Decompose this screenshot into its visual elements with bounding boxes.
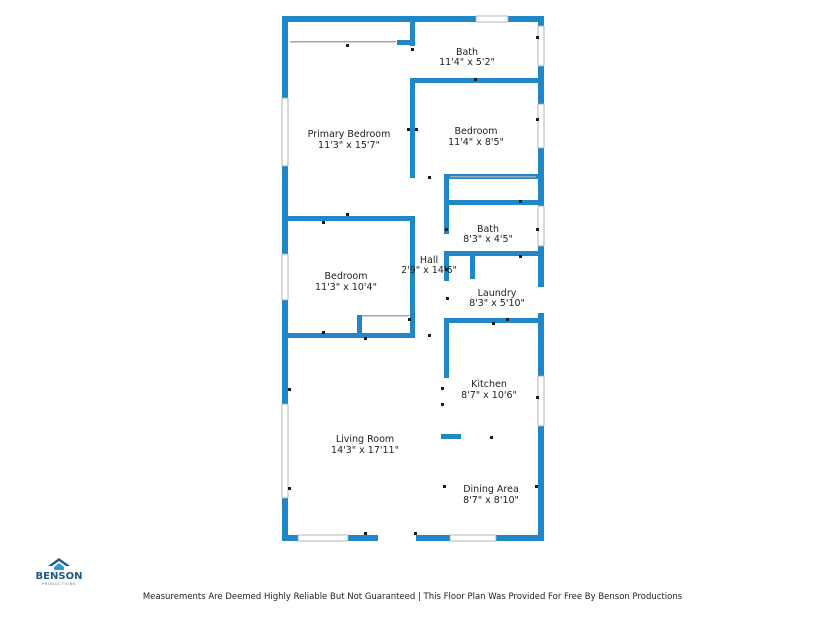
hinge-mark	[364, 532, 367, 535]
room-label-dining-area: Dining Area	[463, 484, 519, 495]
room-label-bedroom-3: Bedroom	[325, 271, 368, 282]
room-label-living-room: Living Room	[336, 434, 394, 445]
window-kitchen-right	[537, 375, 545, 427]
room-label-primary-bedroom: Primary Bedroom	[308, 129, 391, 140]
wall-kitchen-top	[444, 318, 544, 323]
hinge-mark	[428, 176, 431, 179]
wall-primary-bottom	[282, 216, 415, 221]
hinge-mark	[506, 318, 509, 321]
floor-plan: Bath 11'4" x 5'2" Primary Bedroom 11'3" …	[281, 15, 545, 542]
room-label-laundry: Laundry	[478, 288, 517, 299]
window-top	[475, 15, 509, 23]
brand-name: BENSON	[35, 571, 83, 582]
window-dining-bottom	[449, 534, 497, 542]
room-dim-bedroom-2: 11'4" x 8'5"	[448, 137, 504, 148]
disclaimer-footer: Measurements Are Deemed Highly Reliable …	[142, 592, 683, 602]
hinge-mark	[346, 44, 349, 47]
room-dim-primary-bedroom: 11'3" x 15'7"	[318, 140, 380, 151]
hinge-mark	[322, 221, 325, 224]
house-logo-icon	[48, 558, 70, 570]
room-label-hall: Hall	[420, 255, 438, 266]
hinge-mark	[441, 387, 444, 390]
wall-bath2-left	[444, 174, 449, 234]
hinge-mark	[346, 213, 349, 216]
room-dim-hall: 2'9" x 14'6"	[401, 265, 457, 276]
wall-laundry-left	[444, 251, 449, 281]
window-living-left	[281, 403, 289, 499]
closet-line-primary	[290, 41, 396, 43]
brand-logo: BENSON PRODUCTIONS	[28, 557, 90, 597]
hinge-mark	[536, 396, 539, 399]
closet-line-bedroom3	[362, 315, 409, 317]
wall-bath2-bottom	[444, 251, 544, 256]
room-dim-laundry: 8'3" x 5'10"	[469, 298, 525, 309]
hinge-mark	[414, 532, 417, 535]
room-label-kitchen: Kitchen	[471, 379, 507, 390]
room-dim-bedroom-3: 11'3" x 10'4"	[315, 282, 377, 293]
window-primary-left	[281, 97, 289, 167]
hinge-mark	[415, 128, 418, 131]
room-label-bedroom-2: Bedroom	[455, 126, 498, 137]
room-dim-kitchen: 8'7" x 10'6"	[461, 390, 517, 401]
hinge-mark	[535, 485, 538, 488]
hinge-mark	[519, 200, 522, 203]
wall-bedroom3-closet	[357, 315, 362, 337]
wall-kitchen-left	[444, 318, 449, 378]
doorway-front	[378, 535, 416, 541]
hinge-mark	[536, 118, 539, 121]
hinge-mark	[364, 337, 367, 340]
hinge-mark	[474, 78, 477, 81]
wall-closet-bottom	[444, 200, 544, 205]
hinge-mark	[288, 487, 291, 490]
hinge-mark	[492, 322, 495, 325]
hinge-mark	[446, 297, 449, 300]
hinge-mark	[441, 403, 444, 406]
hinge-mark	[288, 388, 291, 391]
window-bedroom3-left	[281, 253, 289, 301]
window-bedroom2-right	[537, 103, 545, 149]
hinge-mark	[428, 334, 431, 337]
brand-tagline: PRODUCTIONS	[41, 582, 77, 586]
room-label-bath-2: Bath	[477, 224, 499, 235]
hinge-mark	[411, 48, 414, 51]
window-living-bottom	[297, 534, 349, 542]
window-bath-right	[537, 25, 545, 67]
hinge-mark	[408, 318, 411, 321]
doorway-laundry	[538, 287, 544, 313]
wall-primary-top-stub	[397, 40, 414, 45]
room-label-bath: Bath	[456, 47, 478, 58]
room-dim-living-room: 14'3" x 17'11"	[331, 445, 399, 456]
hinge-mark	[322, 331, 325, 334]
hinge-mark	[490, 436, 493, 439]
wall-kitchen-island	[441, 434, 461, 439]
hinge-mark	[407, 128, 410, 131]
hinge-mark	[536, 36, 539, 39]
hinge-mark	[536, 228, 539, 231]
room-dim-bath-2: 8'3" x 4'5"	[463, 234, 513, 245]
hinge-mark	[519, 255, 522, 258]
wall-laundry-stub	[470, 251, 475, 279]
wall-primary-right	[410, 78, 415, 178]
window-bath2-right	[537, 205, 545, 247]
closet-line-bedroom2	[450, 176, 536, 178]
hinge-mark	[443, 485, 446, 488]
hinge-mark	[445, 228, 448, 231]
wall-laundry-right-upper	[538, 251, 544, 285]
wall-bedroom3-bottom	[282, 333, 415, 338]
room-dim-dining-area: 8'7" x 8'10"	[463, 495, 519, 506]
wall-bedroom3-right	[410, 216, 415, 336]
room-dim-bath: 11'4" x 5'2"	[439, 57, 495, 68]
hinge-mark	[445, 268, 448, 271]
wall-primary-right-upper	[410, 16, 415, 46]
